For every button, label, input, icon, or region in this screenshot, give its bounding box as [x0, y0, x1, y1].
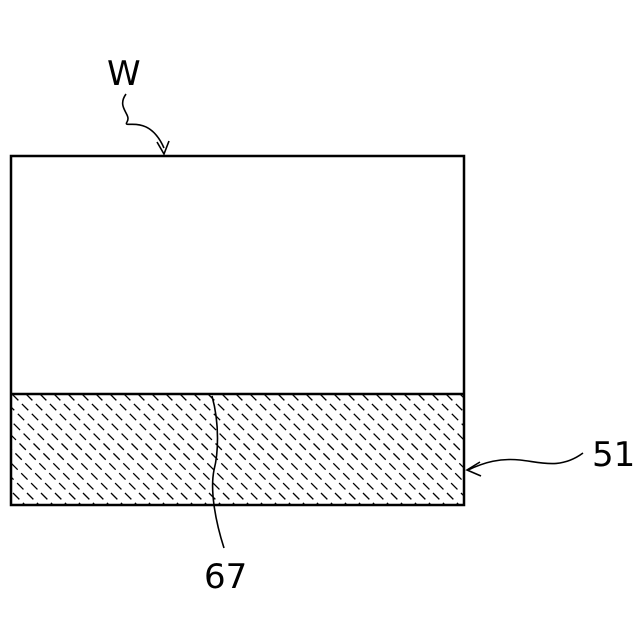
leader-line-51	[468, 453, 583, 470]
hatch-line	[0, 394, 109, 505]
hatch-line	[278, 394, 389, 505]
leader-line-w	[123, 94, 164, 148]
hatch-line	[250, 394, 361, 505]
hatch-line	[292, 394, 403, 505]
hatch-line	[264, 394, 375, 505]
hatched-layer-51	[0, 394, 585, 505]
hatch-line	[320, 394, 431, 505]
hatch-line	[460, 394, 571, 505]
hatch-line	[404, 394, 515, 505]
hatch-line	[208, 394, 319, 505]
arrowhead-51	[467, 462, 481, 476]
hatch-line	[124, 394, 235, 505]
hatch-line	[348, 394, 459, 505]
hatch-line	[446, 394, 557, 505]
hatch-line	[418, 394, 529, 505]
hatch-line	[432, 394, 543, 505]
hatch-line	[180, 394, 291, 505]
hatch-line	[362, 394, 473, 505]
label-w: W	[107, 54, 141, 94]
hatch-line	[68, 394, 179, 505]
workpiece-outline	[11, 156, 464, 505]
hatch-line	[334, 394, 445, 505]
hatch-line	[152, 394, 263, 505]
hatch-line	[0, 394, 39, 505]
hatch-line	[110, 394, 221, 505]
hatch-line	[138, 394, 249, 505]
hatch-line	[0, 394, 11, 505]
hatch-line	[474, 394, 585, 505]
hatch-line	[306, 394, 417, 505]
hatch-line	[54, 394, 165, 505]
label-67: 67	[204, 557, 247, 597]
hatch-line	[96, 394, 207, 505]
hatch-line	[166, 394, 277, 505]
hatch-line	[12, 394, 123, 505]
hatch-line	[376, 394, 487, 505]
label-51: 51	[592, 435, 635, 475]
hatch-line	[0, 394, 25, 505]
hatch-line	[40, 394, 151, 505]
hatch-line	[236, 394, 347, 505]
hatch-line	[26, 394, 137, 505]
hatch-line	[194, 394, 305, 505]
hatch-line	[0, 394, 53, 505]
hatch-line	[222, 394, 333, 505]
hatch-line	[390, 394, 501, 505]
hatch-line	[82, 394, 193, 505]
